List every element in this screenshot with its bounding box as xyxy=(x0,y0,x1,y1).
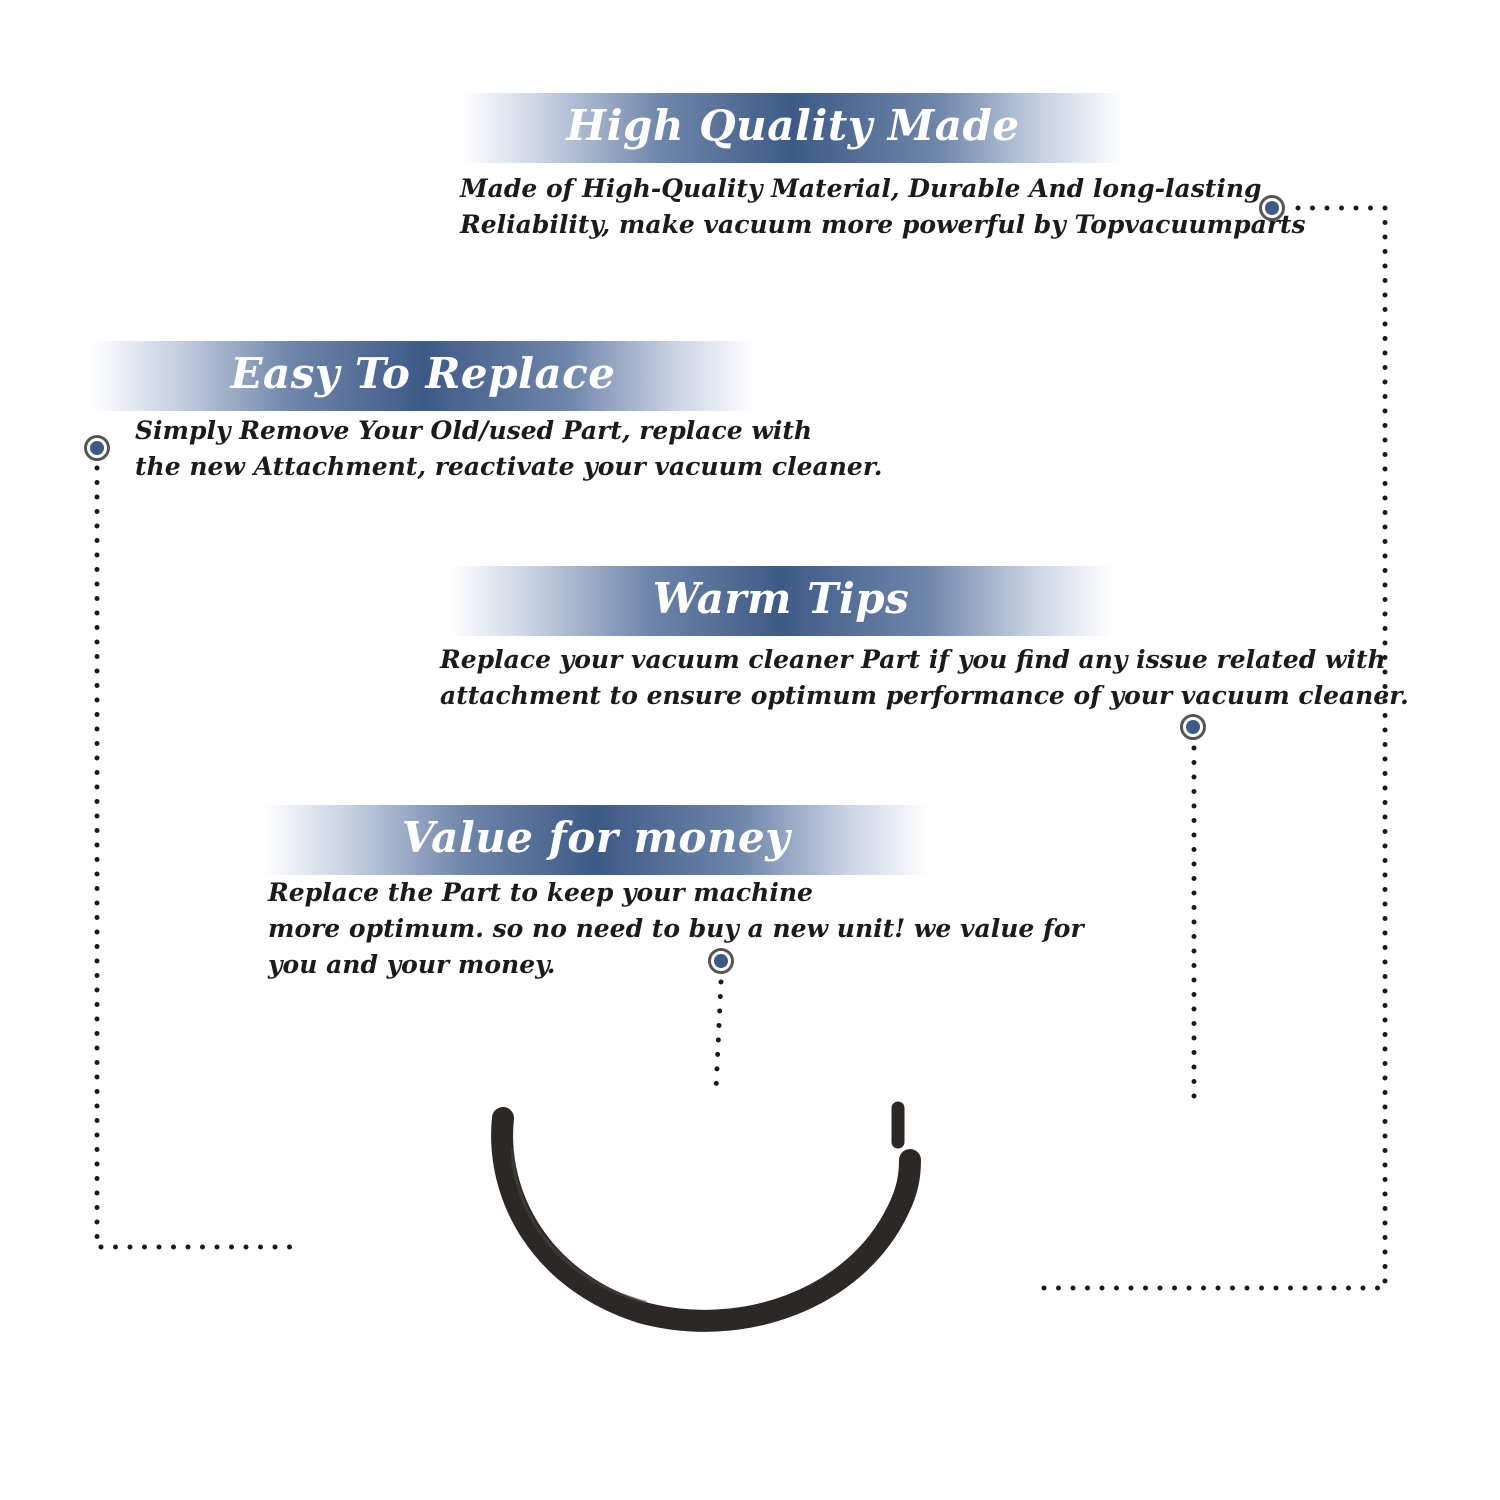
description-line: Replace the Part to keep your machine xyxy=(268,878,813,907)
belt-body xyxy=(491,1107,921,1332)
banner-easy-replace: Easy To Replace xyxy=(92,341,754,411)
banner-high-quality: High Quality Made xyxy=(462,93,1124,163)
banner-title-value-money: Value for money xyxy=(401,813,791,862)
description-value-money: Replace the Part to keep your machine mo… xyxy=(268,875,1084,983)
description-high-quality: Made of High-Quality Material, Durable A… xyxy=(460,171,1306,243)
description-line: Simply Remove Your Old/used Part, replac… xyxy=(135,416,813,445)
banner-value-money: Value for money xyxy=(265,805,927,875)
banner-title-high-quality: High Quality Made xyxy=(566,101,1020,150)
bullet-dot-icon xyxy=(1259,195,1285,221)
description-line: Reliability, make vacuum more powerful b… xyxy=(460,210,1306,239)
bullet-dot-icon xyxy=(1180,714,1206,740)
description-line: attachment to ensure optimum performance… xyxy=(440,681,1409,710)
description-easy-replace: Simply Remove Your Old/used Part, replac… xyxy=(135,413,882,485)
banner-warm-tips: Warm Tips xyxy=(450,566,1112,636)
connector-high-quality xyxy=(1032,205,1388,1291)
description-line: the new Attachment, reactivate your vacu… xyxy=(135,452,883,481)
description-line: more optimum. so no need to buy a new un… xyxy=(268,914,1084,943)
description-line: you and your money. xyxy=(268,950,556,979)
description-warm-tips: Replace your vacuum cleaner Part if you … xyxy=(440,642,1409,714)
bullet-dot-icon xyxy=(84,435,110,461)
connector-easy-replace xyxy=(94,465,295,1250)
description-line: Made of High-Quality Material, Durable A… xyxy=(460,174,1262,203)
description-line: Replace your vacuum cleaner Part if you … xyxy=(440,645,1386,674)
banner-title-easy-replace: Easy To Replace xyxy=(230,349,616,398)
banner-title-warm-tips: Warm Tips xyxy=(652,574,910,623)
belt-highlight xyxy=(510,1148,647,1304)
bullet-dot-icon xyxy=(708,948,734,974)
